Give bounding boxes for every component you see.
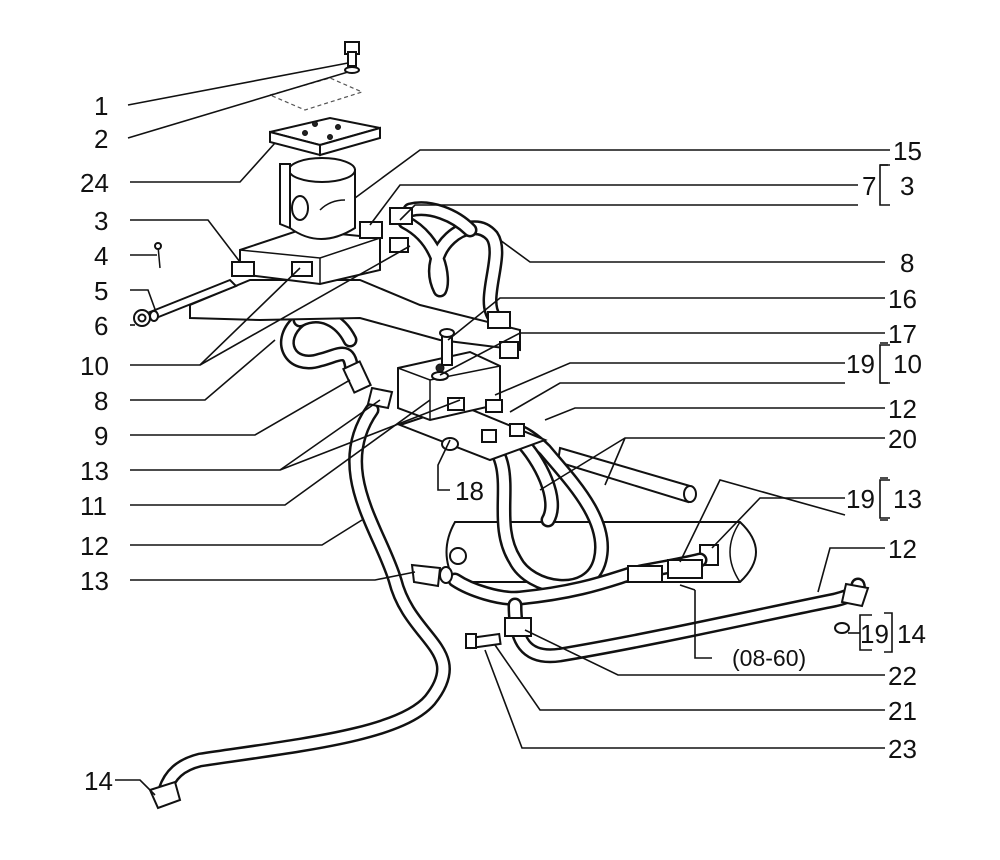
callout-8-left: 8 (94, 386, 108, 416)
callout-12-right-a: 12 (888, 394, 917, 424)
leader-lines (115, 62, 890, 796)
callout-numbers: 1 2 24 3 4 5 6 10 8 9 13 11 12 13 14 15 … (80, 91, 926, 796)
callout-12-left: 12 (80, 531, 109, 561)
callout-23: 23 (888, 734, 917, 764)
group-brackets (880, 164, 893, 653)
callout-14-right: 14 (897, 619, 926, 649)
top-plate (269, 116, 381, 157)
swivel-housing (279, 157, 356, 240)
callout-5: 5 (94, 276, 108, 306)
callout-19-c: 19 (860, 619, 889, 649)
callout-10-right: 10 (893, 349, 922, 379)
bolt-16 (431, 328, 455, 381)
callout-13-left-a: 13 (80, 456, 109, 486)
callout-10-left: 10 (80, 351, 109, 381)
reference-08-60: (08-60) (732, 645, 806, 671)
callout-17: 17 (888, 319, 917, 349)
callout-9: 9 (94, 421, 108, 451)
callout-16: 16 (888, 284, 917, 314)
assembly-drawing (133, 41, 870, 810)
callout-24: 24 (80, 168, 109, 198)
callout-8-right: 8 (900, 248, 914, 278)
callout-3-left: 3 (94, 206, 108, 236)
valve-block-lower (397, 350, 525, 451)
callout-21: 21 (888, 696, 917, 726)
callout-4: 4 (94, 241, 108, 271)
valve-block-upper (231, 207, 413, 286)
callout-22: 22 (888, 661, 917, 691)
callout-19-b: 19 (846, 484, 875, 514)
rod-5 (148, 278, 238, 322)
callout-14-bottom: 14 (84, 766, 113, 796)
callout-6: 6 (94, 311, 108, 341)
callout-15: 15 (893, 136, 922, 166)
callout-1: 1 (94, 91, 108, 121)
callout-13-right: 13 (893, 484, 922, 514)
fittings (148, 311, 870, 810)
gasket-outline (268, 77, 364, 111)
nut-6 (133, 309, 151, 327)
callout-11: 11 (80, 491, 107, 521)
bolt-1 (344, 41, 360, 74)
callout-18: 18 (455, 476, 484, 506)
callout-12-right-b: 12 (888, 534, 917, 564)
pin-4 (154, 242, 162, 269)
callout-20: 20 (888, 424, 917, 454)
callout-19-a: 19 (846, 349, 875, 379)
callout-13-left-b: 13 (80, 566, 109, 596)
callout-3-right: 3 (900, 171, 914, 201)
callout-2: 2 (94, 124, 108, 154)
callout-7: 7 (862, 171, 876, 201)
